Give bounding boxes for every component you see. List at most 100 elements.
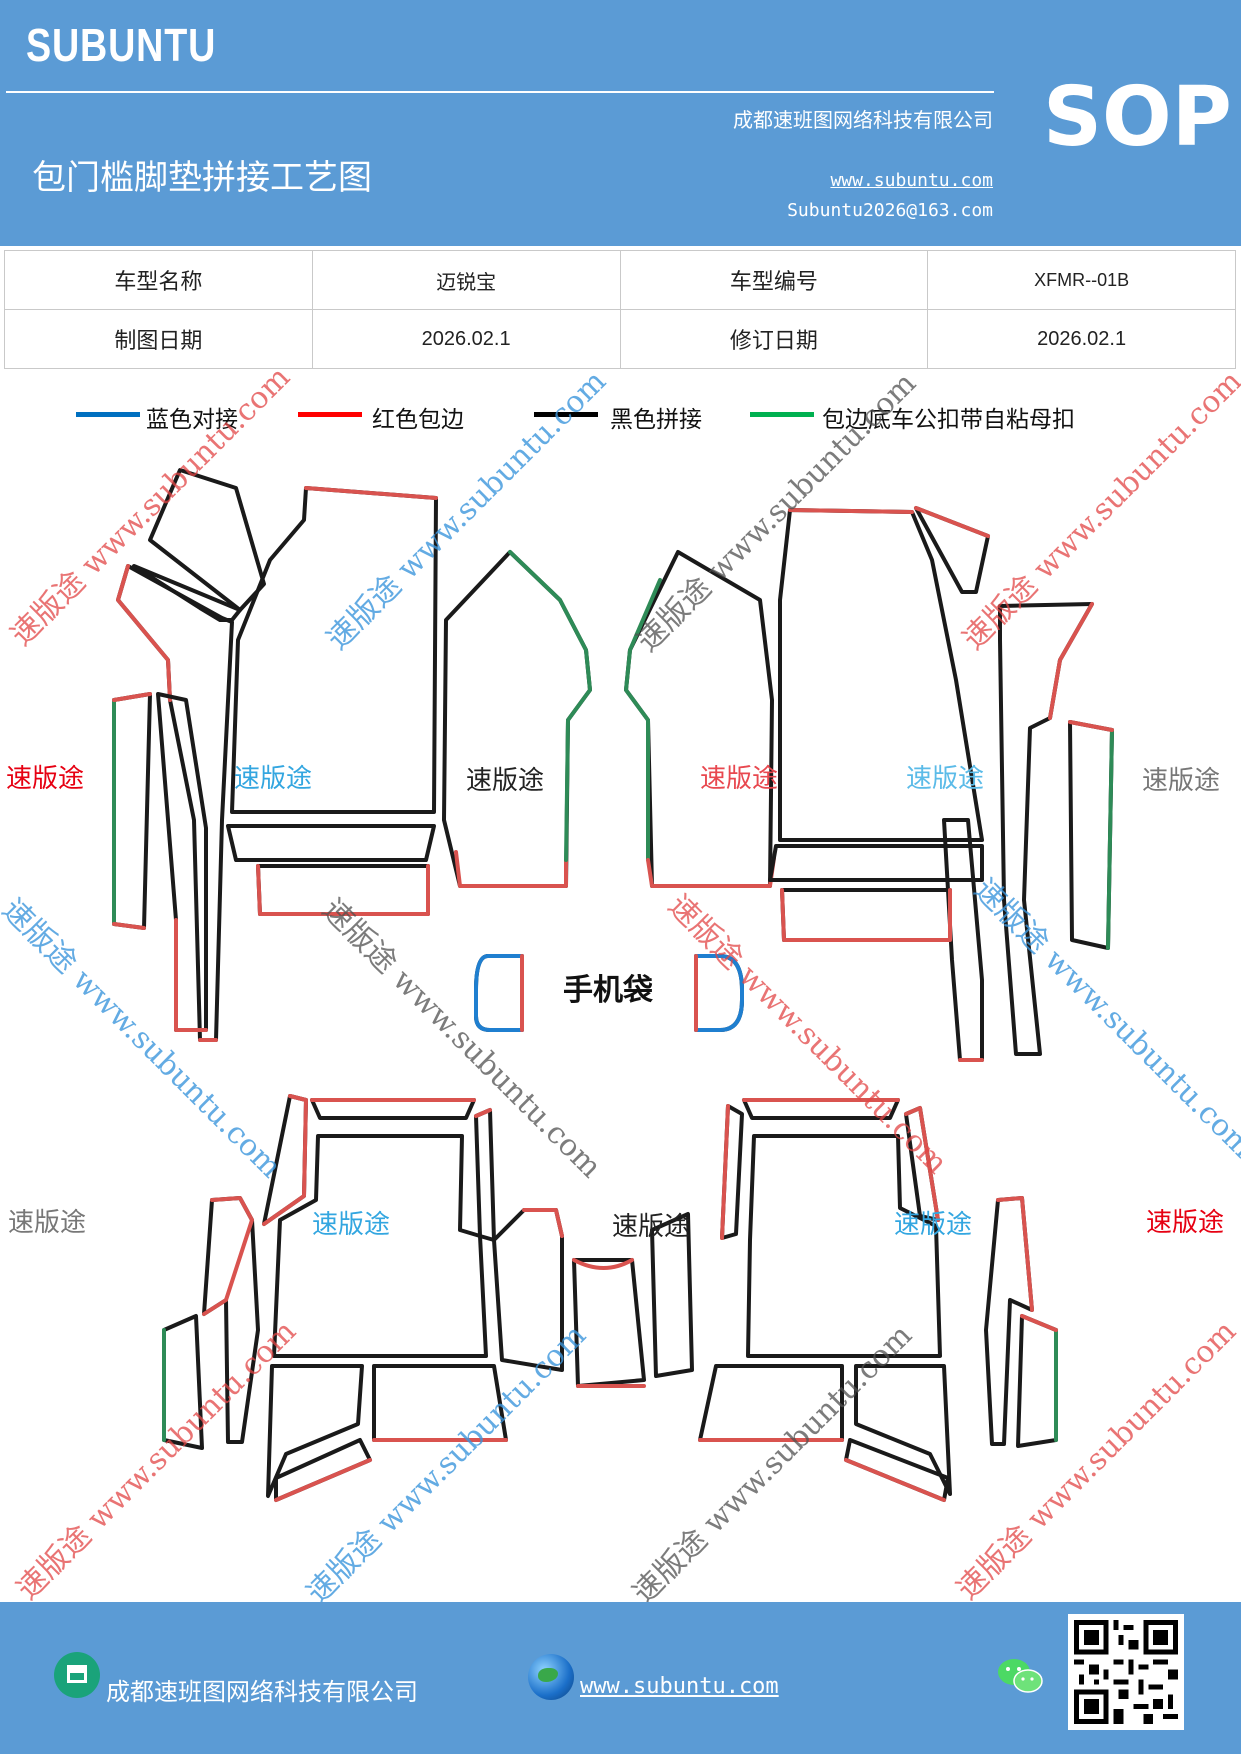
footer-company: 成都速班图网络科技有限公司 bbox=[106, 1678, 418, 1706]
legend-swatch-green bbox=[750, 412, 814, 417]
mat-edge-red bbox=[274, 1458, 372, 1502]
model-code-value: XFMR--01B bbox=[927, 250, 1236, 310]
qr-code[interactable] bbox=[1068, 1614, 1184, 1730]
mat-edge-red bbox=[1020, 1314, 1058, 1332]
mat-edge-green bbox=[624, 578, 662, 862]
header-company: 成都速班图网络科技有限公司 bbox=[733, 108, 993, 132]
watermark-brand: 速版途 bbox=[466, 766, 545, 796]
mat-edge-red bbox=[844, 1458, 946, 1502]
mat-piece bbox=[266, 1364, 364, 1498]
mat-piece bbox=[768, 844, 984, 882]
company-home-icon bbox=[54, 1652, 100, 1698]
side-strip bbox=[1016, 1314, 1058, 1448]
footer-website-link[interactable]: www.subuntu.com bbox=[580, 1674, 779, 1699]
model-code-label: 车型编号 bbox=[619, 250, 929, 310]
legend-swatch-blue bbox=[76, 412, 140, 417]
front-right-mat-group bbox=[624, 506, 1114, 1062]
table-row: 制图日期 2026.02.1 修订日期 2026.02.1 bbox=[4, 309, 1236, 369]
mat-edge-red bbox=[116, 564, 172, 702]
qr-code-pattern-icon bbox=[1074, 1620, 1178, 1724]
mat-edge-red bbox=[1048, 602, 1094, 720]
watermark-brand: 速版途 bbox=[312, 1210, 391, 1240]
mat-piece bbox=[572, 1258, 646, 1388]
mat-piece bbox=[746, 1134, 942, 1358]
draw-date-label: 制图日期 bbox=[4, 309, 313, 369]
brand-logo: SUBUNTU bbox=[26, 19, 217, 71]
watermark-brand: 速版途 bbox=[6, 764, 85, 794]
side-strip-red bbox=[112, 692, 152, 930]
watermark-brand: 速版途 bbox=[612, 1212, 691, 1242]
side-strip bbox=[112, 692, 152, 930]
side-strip bbox=[1068, 720, 1114, 950]
sop-badge: SOP bbox=[1043, 70, 1232, 165]
revise-date-label: 修订日期 bbox=[619, 309, 929, 369]
phone-pocket-group bbox=[474, 954, 744, 1032]
phone-pocket-left-blue bbox=[474, 954, 524, 1032]
mat-piece bbox=[844, 1438, 950, 1502]
revise-date-value: 2026.02.1 bbox=[927, 309, 1236, 369]
phone-pocket-right-blue bbox=[694, 954, 744, 1032]
side-strip-green bbox=[1106, 728, 1114, 950]
mat-piece bbox=[474, 1108, 496, 1242]
header-email[interactable]: Subuntu2026@163.com bbox=[787, 200, 993, 221]
mat-layout-diagram: 手机袋 bbox=[112, 468, 1114, 1502]
rear-mat-group bbox=[162, 1094, 1058, 1502]
mat-edge-red bbox=[262, 1094, 308, 1226]
mat-edge-red bbox=[454, 850, 568, 888]
legend-label-green: 包边底车公扣带自粘母扣 bbox=[822, 407, 1075, 433]
mat-edge-red bbox=[720, 1104, 730, 1240]
watermark-brand: 速版途 bbox=[234, 764, 313, 794]
heel-pad-red bbox=[780, 888, 952, 942]
mat-piece bbox=[148, 468, 266, 612]
wechat-icon bbox=[998, 1659, 1043, 1693]
phone-pocket-label: 手机袋 bbox=[563, 973, 653, 1008]
footer-banner: 成都速班图网络科技有限公司 www.subuntu.com bbox=[0, 1602, 1241, 1754]
mat-piece bbox=[226, 824, 436, 862]
mat-piece bbox=[132, 564, 242, 622]
header-divider bbox=[6, 91, 994, 93]
mat-piece bbox=[650, 1212, 694, 1378]
mat-edge-red bbox=[646, 856, 776, 888]
document-title: 包门槛脚垫拼接工艺图 bbox=[32, 158, 372, 198]
watermark-brand: 速版途 bbox=[1146, 1208, 1225, 1238]
mat-piece bbox=[274, 1438, 372, 1502]
mat-edge-red bbox=[996, 1196, 1034, 1312]
header-website-link[interactable]: www.subuntu.com bbox=[830, 170, 993, 191]
table-row: 车型名称 迈锐宝 车型编号 XFMR--01B bbox=[4, 250, 1236, 310]
watermark-brand: 速版途 bbox=[8, 1208, 87, 1238]
mat-piece bbox=[230, 486, 438, 814]
mat-piece bbox=[272, 1134, 488, 1358]
watermark-brand: 速版途 bbox=[1142, 766, 1221, 796]
mat-edge-red bbox=[474, 1108, 492, 1118]
legend-label-black: 黑色拼接 bbox=[610, 407, 702, 433]
watermark-brand: 速版途 bbox=[700, 764, 779, 794]
mat-edge-green bbox=[508, 550, 592, 862]
heel-pad-red bbox=[256, 864, 430, 916]
mat-edge-red bbox=[788, 508, 914, 514]
model-name-value: 迈锐宝 bbox=[311, 250, 621, 310]
mat-edge-red bbox=[174, 918, 208, 1032]
mat-piece bbox=[778, 508, 984, 842]
heel-pad bbox=[780, 888, 952, 942]
model-name-label: 车型名称 bbox=[4, 250, 313, 310]
mat-edge-red bbox=[572, 1258, 634, 1270]
watermark-brand: 速版途 bbox=[906, 764, 985, 794]
header-banner: SUBUNTU 成都速班图网络科技有限公司 包门槛脚垫拼接工艺图 www.sub… bbox=[0, 0, 1241, 246]
side-strip-red bbox=[1068, 720, 1114, 732]
globe-icon bbox=[528, 1654, 574, 1700]
mat-edge-red bbox=[522, 1208, 564, 1238]
legend: 蓝色对接 红色包边 黑色拼接 包边底车公扣带自粘母扣 bbox=[0, 400, 1241, 440]
mat-edge-red bbox=[304, 486, 438, 500]
model-info-table: 车型名称 迈锐宝 车型编号 XFMR--01B 制图日期 2026.02.1 修… bbox=[4, 250, 1236, 369]
mat-piece bbox=[310, 1098, 476, 1120]
legend-swatch-black bbox=[534, 412, 598, 417]
mat-edge-red bbox=[904, 1106, 940, 1222]
legend-swatch-red bbox=[298, 412, 362, 417]
legend-label-red: 红色包边 bbox=[372, 407, 464, 433]
watermark-brand: 速版途 bbox=[894, 1210, 973, 1240]
legend-label-blue: 蓝色对接 bbox=[146, 407, 238, 433]
phone-pocket-left bbox=[474, 954, 524, 1032]
draw-date-value: 2026.02.1 bbox=[311, 309, 621, 369]
front-left-mat-group bbox=[112, 468, 592, 1042]
mat-edge-red bbox=[914, 506, 990, 538]
